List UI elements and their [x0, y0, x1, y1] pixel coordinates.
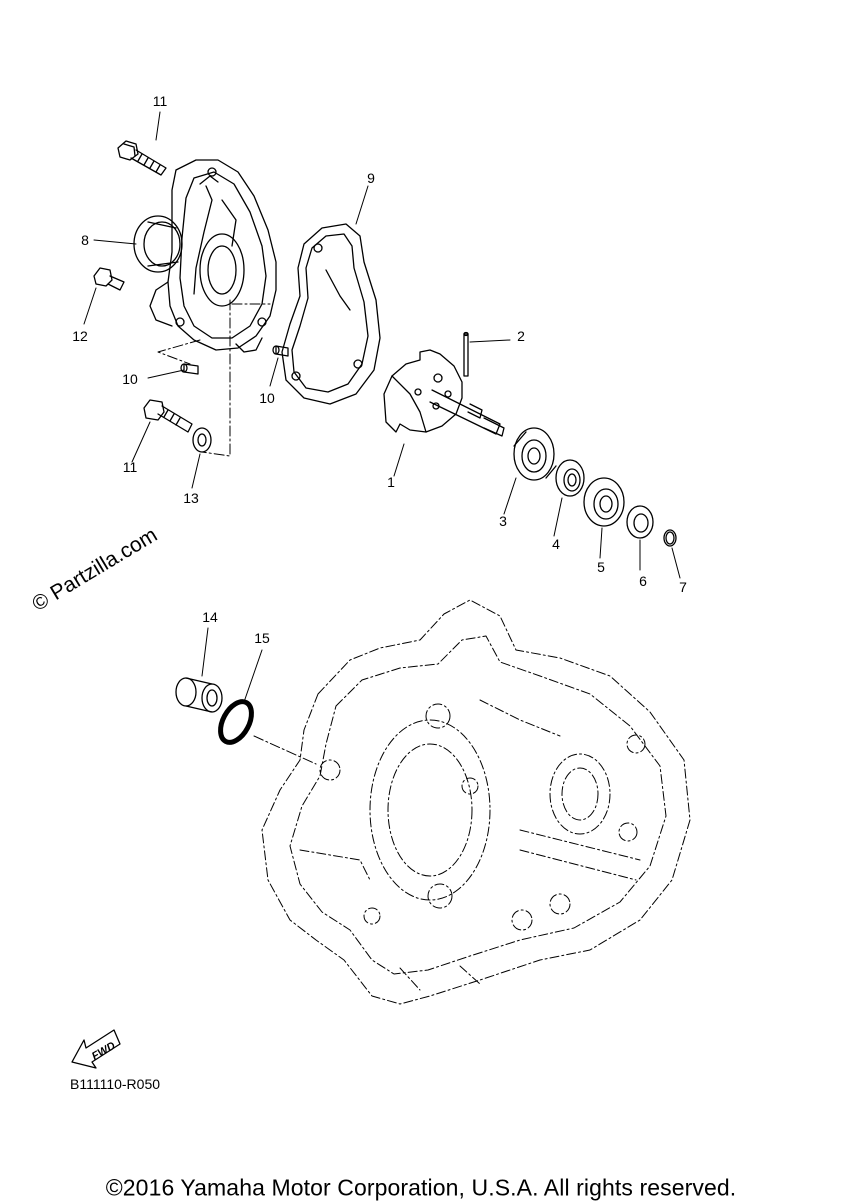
- oil-seal-5: [583, 477, 625, 527]
- callout-2: 2: [517, 328, 525, 344]
- circlip-7: [663, 529, 677, 547]
- crankcase: [261, 599, 691, 1005]
- callout-3: 3: [499, 513, 507, 529]
- callout-9: 9: [367, 170, 375, 186]
- impeller-shaft-1: [383, 349, 505, 437]
- callout-10-right: 10: [259, 390, 275, 406]
- gasket-9: [281, 223, 381, 405]
- callout-7: 7: [679, 579, 687, 595]
- fwd-arrow-icon: FWD: [71, 1029, 121, 1069]
- bearing-3: [513, 427, 557, 481]
- dowel-pin-10-left: [180, 363, 199, 375]
- callout-15: 15: [254, 630, 270, 646]
- collar-14: [175, 677, 223, 713]
- leader-lines: [83, 111, 681, 703]
- callout-11-top: 11: [152, 93, 168, 109]
- callout-4: 4: [552, 536, 560, 552]
- callout-10-left: 10: [122, 371, 138, 387]
- callout-13: 13: [183, 490, 199, 506]
- copyright-notice: ©2016 Yamaha Motor Corporation, U.S.A. A…: [105, 1174, 737, 1201]
- dowel-pin-10-right: [272, 345, 289, 357]
- callout-5: 5: [597, 559, 605, 575]
- callout-14: 14: [202, 609, 218, 625]
- alignment-lines: [157, 299, 317, 765]
- callout-8: 8: [81, 232, 89, 248]
- bolt-11-top: [117, 140, 167, 176]
- washer-13: [192, 427, 212, 453]
- bolt-12: [93, 267, 125, 291]
- bearing-6: [626, 505, 654, 539]
- callout-11-lower: 11: [122, 459, 138, 475]
- o-ring-15: [218, 699, 254, 745]
- callout-1: 1: [387, 474, 395, 490]
- callout-6: 6: [639, 573, 647, 589]
- diagram-code: B111110-R050: [70, 1076, 161, 1092]
- water-pump-cover: [149, 159, 277, 353]
- callout-12: 12: [72, 328, 88, 344]
- oil-seal-4: [555, 459, 585, 497]
- bolt-11-lower: [143, 399, 193, 433]
- pin-2: [463, 331, 469, 377]
- oil-seal-8: [133, 215, 183, 273]
